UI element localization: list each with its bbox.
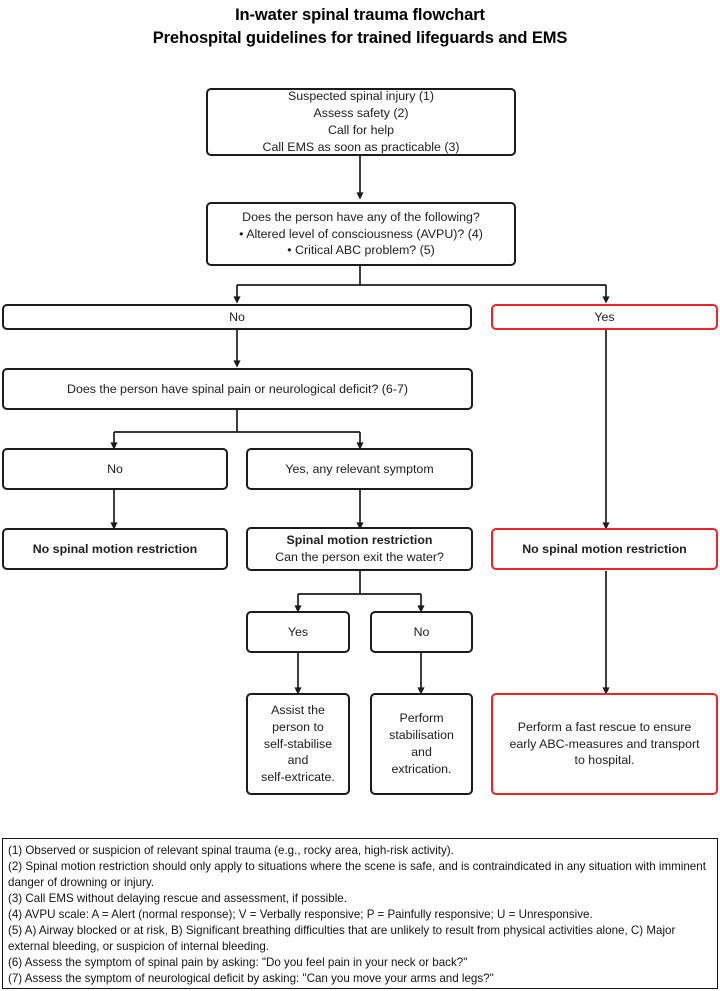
footnote-6: (6) Assess the symptom of spinal pain by… [8, 955, 468, 969]
footnote-7: (7) Assess the symptom of neurological d… [8, 971, 494, 985]
node-start[interactable]: Suspected spinal injury (1) Assess safet… [206, 88, 516, 156]
footnote-4: (4) AVPU scale: A = Alert (normal respon… [8, 907, 593, 921]
assist-line-1: Assist the [271, 702, 325, 717]
page-title: In-water spinal trauma flowchart Prehosp… [0, 2, 720, 51]
fast-rescue-line-3: to hospital. [574, 753, 635, 768]
title-line-1: In-water spinal trauma flowchart [235, 6, 485, 24]
node-triage-yes[interactable]: Yes [491, 304, 718, 330]
outcome-no-smr-left-label: No spinal motion restriction [32, 541, 198, 556]
node-triage-no[interactable]: No [2, 304, 472, 330]
title-line-2: Prehospital guidelines for trained lifeg… [152, 29, 568, 48]
footnote-1: (1) Observed or suspicion of relevant sp… [8, 844, 454, 857]
node-spinal-motion-restriction[interactable]: Spinal motion restriction Can the person… [246, 527, 473, 571]
footnote-2: (2) Spinal motion restriction should onl… [8, 859, 706, 889]
fast-rescue-line-2: early ABC-measures and transport [509, 736, 700, 751]
footnote-3: (3) Call EMS without delaying rescue and… [8, 891, 347, 905]
node-fast-rescue[interactable]: Perform a fast rescue to ensure early AB… [491, 693, 718, 795]
node-assist-self-extricate[interactable]: Assist the person to self-stabilise and … [246, 693, 350, 795]
node-outcome-no-smr-right[interactable]: No spinal motion restriction [491, 528, 718, 570]
node-pain-question-label: Does the person have spinal pain or neur… [67, 381, 408, 396]
node-exit-yes[interactable]: Yes [246, 611, 350, 653]
node-pain-no-label: No [107, 461, 123, 476]
node-pain-question[interactable]: Does the person have spinal pain or neur… [2, 368, 473, 410]
stabilisation-line-2: stabilisation and [389, 728, 454, 759]
stabilisation-line-1: Perform [399, 711, 444, 726]
node-pain-yes[interactable]: Yes, any relevant symptom [246, 448, 473, 490]
smr-question: Can the person exit the water? [275, 550, 444, 564]
node-pain-no[interactable]: No [2, 448, 228, 490]
assist-line-4: and [287, 753, 309, 768]
node-start-line-2: Assess safety (2) [313, 106, 409, 121]
stabilisation-line-3: extrication. [391, 761, 452, 776]
node-perform-stabilisation[interactable]: Perform stabilisation and extrication. [370, 693, 473, 795]
node-exit-no[interactable]: No [370, 611, 473, 653]
footnotes-panel: (1) Observed or suspicion of relevant sp… [2, 838, 718, 989]
node-triage-question[interactable]: Does the person have any of the followin… [206, 202, 516, 266]
node-triage-yes-label: Yes [594, 309, 615, 324]
fast-rescue-line-1: Perform a fast rescue to ensure [517, 719, 692, 734]
triage-question-line-1: Does the person have any of the followin… [242, 209, 480, 224]
node-exit-yes-label: Yes [287, 624, 309, 639]
smr-heading: Spinal motion restriction [286, 533, 433, 548]
triage-question-line-3: • Critical ABC problem? (5) [287, 243, 435, 258]
node-start-line-4: Call EMS as soon as practicable (3) [262, 139, 460, 154]
node-outcome-no-smr-left[interactable]: No spinal motion restriction [2, 528, 228, 570]
node-start-line-1: Suspected spinal injury (1) [287, 89, 434, 104]
assist-line-3: self-stabilise [263, 736, 333, 751]
assist-line-5: self-extricate. [261, 770, 335, 785]
outcome-no-smr-right-label: No spinal motion restriction [522, 541, 687, 556]
node-triage-no-label: No [229, 309, 245, 324]
node-exit-no-label: No [413, 624, 430, 639]
assist-line-2: person to [272, 719, 324, 734]
node-start-line-3: Call for help [327, 123, 395, 137]
node-pain-yes-label: Yes, any relevant symptom [285, 461, 434, 476]
triage-question-line-2: • Altered level of consciousness (AVPU)?… [239, 226, 483, 241]
footnote-5: (5) A) Airway blocked or at risk, B) Sig… [8, 923, 676, 953]
